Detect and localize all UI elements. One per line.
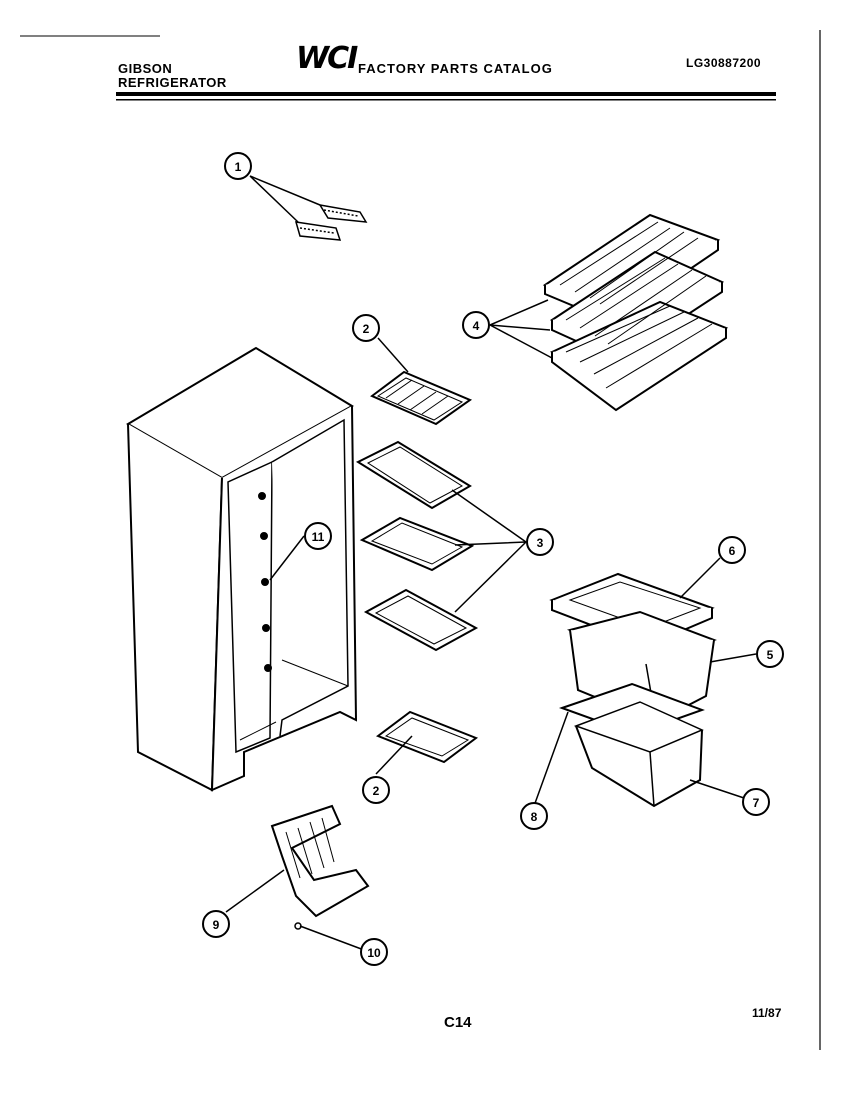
page-code: C14 [444, 1014, 472, 1031]
part-9-bracket [270, 804, 370, 930]
callout-label: 3 [537, 536, 544, 550]
product-type: REFRIGERATOR [118, 75, 227, 90]
model-number: LG30887200 [686, 56, 762, 70]
callout-4: 4 [462, 311, 490, 339]
part-2-bottom-shelf [375, 710, 479, 764]
callout-label: 2 [373, 784, 380, 798]
part-2-top-shelf [370, 370, 473, 426]
brand-block: GIBSON REFRIGERATOR [118, 62, 227, 90]
refrigerator-cabinet [126, 346, 358, 792]
callout-5: 5 [756, 640, 784, 668]
callout-10: 10 [360, 938, 388, 966]
catalog-title: FACTORY PARTS CATALOG [358, 61, 553, 76]
callout-label: 5 [767, 648, 774, 662]
callout-8: 8 [520, 802, 548, 830]
callouts: 1 2 2 3 4 5 6 [202, 152, 784, 966]
callout-label: 11 [312, 530, 325, 544]
callout-label: 9 [213, 918, 220, 932]
parts-5-8-crisper-assembly [549, 572, 717, 808]
callout-label: 6 [729, 544, 736, 558]
callout-label: 8 [531, 810, 538, 824]
callout-2-top: 2 [352, 314, 380, 342]
page-date: 11/87 [752, 1006, 782, 1020]
brand-name: GIBSON [118, 61, 173, 76]
callout-7: 7 [742, 788, 770, 816]
part-1-clips [294, 203, 368, 241]
callout-label: 4 [473, 319, 480, 333]
callout-label: 1 [235, 160, 242, 174]
callout-3: 3 [526, 528, 554, 556]
callout-9: 9 [202, 910, 230, 938]
callout-2-bottom: 2 [362, 776, 390, 804]
callout-label: 2 [363, 322, 370, 336]
callout-11: 11 [304, 522, 332, 550]
callout-label: 10 [367, 946, 381, 960]
callout-label: 7 [753, 796, 760, 810]
callout-1: 1 [224, 152, 252, 180]
leader-lines [225, 175, 757, 951]
part-3-shelves [355, 440, 479, 652]
part-4-wire-shelves [542, 213, 729, 412]
header-rule [116, 92, 776, 101]
callout-6: 6 [718, 536, 746, 564]
